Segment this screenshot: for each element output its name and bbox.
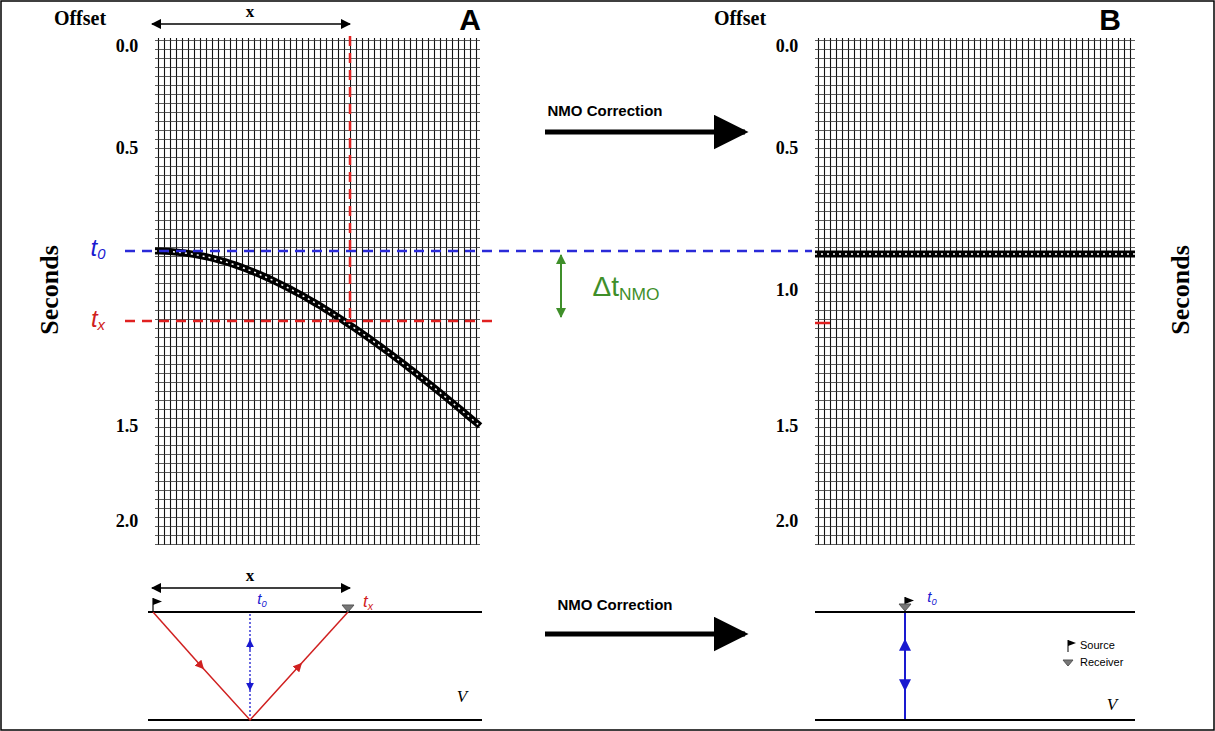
reflection-event [155, 251, 480, 426]
corrected-event [815, 251, 1135, 258]
surface-line [148, 611, 482, 613]
reflection-event-texture [155, 251, 480, 426]
t0-label: t0 [91, 236, 106, 263]
tx-tick [815, 322, 830, 325]
axis-title: Seconds [37, 245, 63, 335]
tick-label: 1.0 [776, 281, 799, 299]
t0-guide [125, 250, 812, 253]
process-arrow [545, 130, 745, 135]
zero-offset-ray [249, 614, 250, 718]
tx-guide [125, 320, 498, 323]
process-label: NMO Correction [547, 103, 662, 118]
tick-label: 2.0 [116, 512, 139, 530]
corrected-event-texture [815, 253, 1135, 255]
offset-label: x [246, 3, 255, 20]
velocity-label: V [1107, 696, 1117, 713]
tx-label: tx [363, 593, 373, 611]
axis-title: Offset [54, 8, 106, 28]
panel-letter: A [459, 5, 481, 35]
legend-receiver-sample [1063, 660, 1073, 666]
offset-guide [349, 36, 352, 321]
seismic-gather-a [155, 38, 480, 545]
panel-letter: B [1099, 5, 1121, 35]
axis-title: Seconds [1168, 245, 1194, 335]
velocity-label: V [457, 688, 467, 705]
surface-line [815, 611, 1135, 613]
t0-label: t0 [927, 589, 936, 607]
tick-label: 0.5 [776, 139, 799, 157]
offset-arrow [152, 23, 350, 25]
ray-arrow [249, 640, 250, 650]
ray-arrow [249, 680, 250, 690]
reflector-line [148, 719, 482, 721]
zero-offset-ray [904, 613, 906, 719]
ray-down [153, 612, 201, 666]
receiver-symbol [342, 605, 354, 612]
axis-title: Offset [714, 8, 766, 28]
seismic-gather-b [815, 38, 1135, 545]
source-symbol [153, 598, 162, 612]
ray-arrow [904, 640, 906, 650]
receiver-symbol [899, 604, 911, 611]
legend-source-sample [1068, 640, 1076, 652]
offset-arrow [152, 587, 350, 589]
ray-up [299, 612, 348, 666]
tick-label: 0.0 [776, 37, 799, 55]
tick-label: 1.5 [116, 417, 139, 435]
delta-t-label: ΔtNMO [593, 273, 660, 304]
tick-label: 0.5 [116, 139, 139, 157]
offset-label: x [246, 567, 255, 584]
t0-label: t0 [257, 591, 266, 609]
ray-arrow [904, 680, 906, 690]
legend-text: Receiver [1080, 657, 1123, 668]
process-arrow [545, 632, 745, 637]
tick-label: 1.5 [776, 417, 799, 435]
tick-label: 0.0 [116, 37, 139, 55]
tick-label: 2.0 [776, 512, 799, 530]
tx-label: tx [91, 307, 105, 334]
legend-text: Source [1080, 640, 1115, 651]
process-label: NMO Correction [557, 597, 672, 612]
reflector-line [815, 719, 1135, 721]
delta-t-arrow [560, 255, 562, 317]
